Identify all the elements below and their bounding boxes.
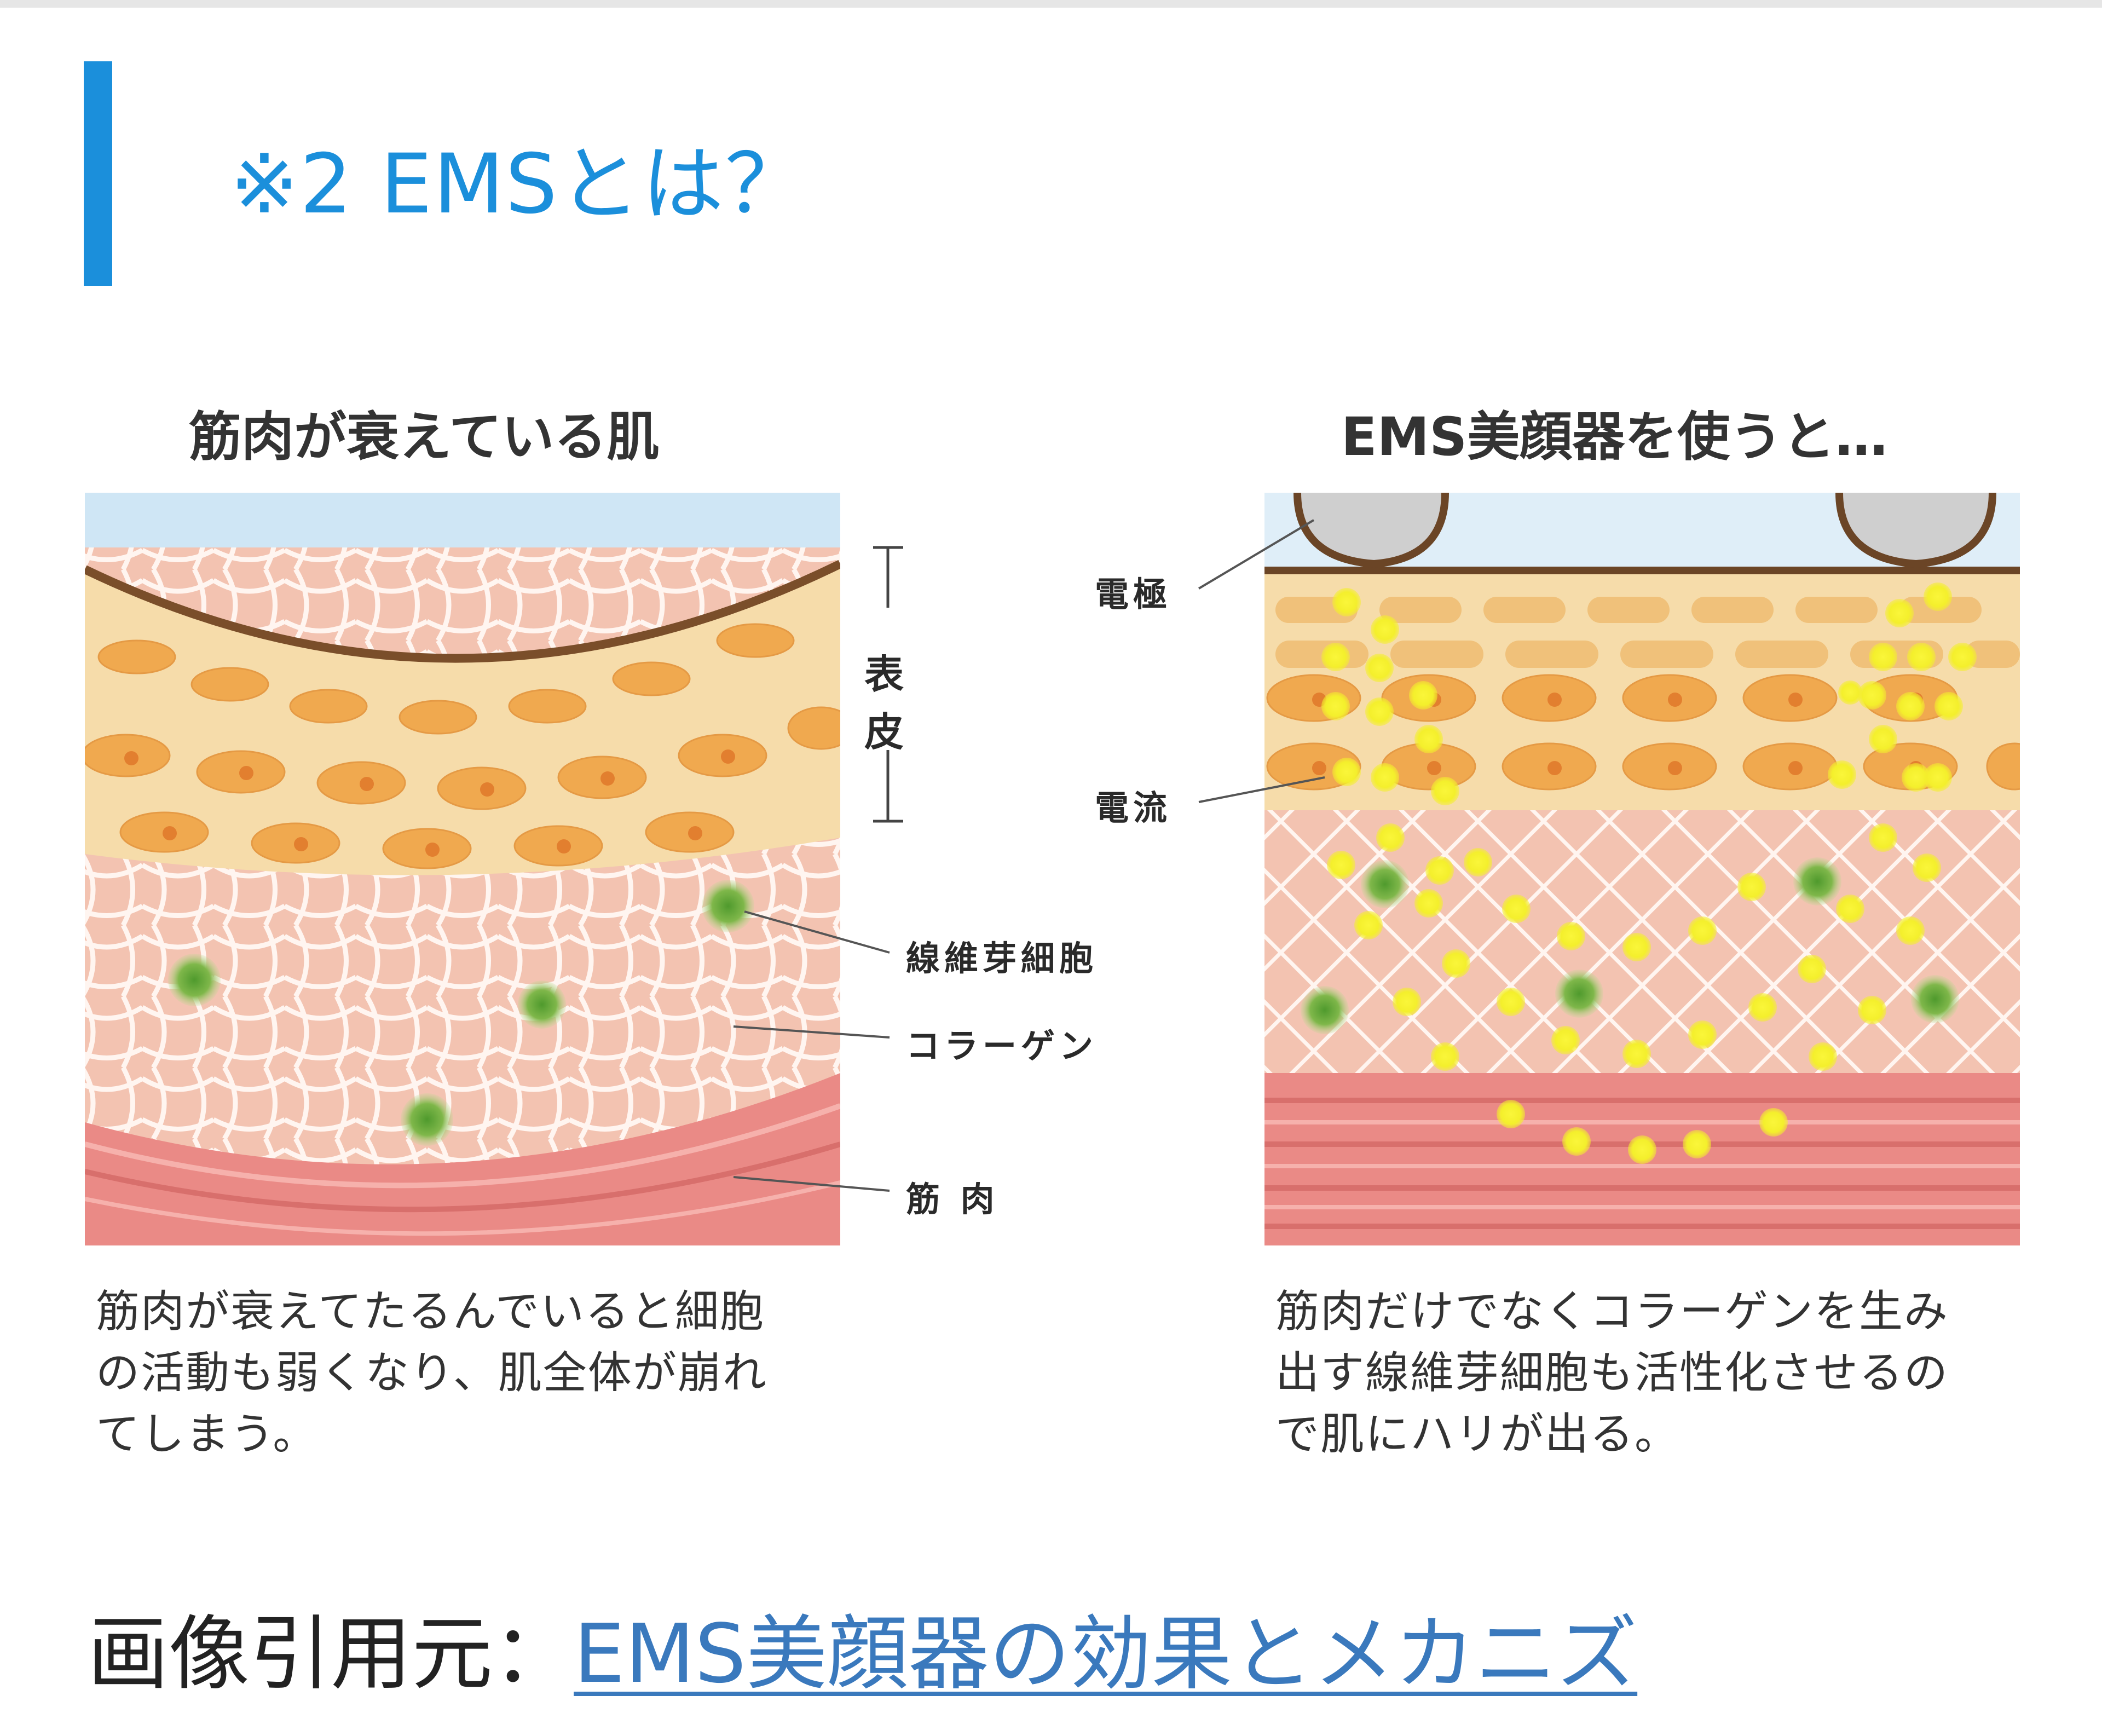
right-panel-title: EMS美顔器を使うと… <box>1341 406 1888 468</box>
electrode-label: 電極 <box>1095 574 1172 614</box>
left-caption: 筋肉が衰えてたるんでいると細胞 の活動も弱くなり、肌全体が崩れ てしまう。 <box>96 1286 767 1460</box>
source-prefix: 画像引用元： <box>88 1607 574 1701</box>
epidermis-bracket <box>873 546 903 823</box>
image-source: 画像引用元：EMS美顔器の効果とメカニズ <box>88 1588 1637 1705</box>
electrode-icon <box>1293 493 1996 568</box>
left-leader-lines <box>733 910 890 1192</box>
right-leader-lines <box>1198 519 1325 803</box>
section-heading: ※2 EMSとは？ <box>230 137 809 232</box>
source-link[interactable]: EMS美顔器の効果とメカニズ <box>574 1607 1638 1701</box>
heading-accent-bar <box>84 61 112 286</box>
top-divider <box>0 0 2102 8</box>
collagen-label: コラーゲン <box>906 1026 1098 1066</box>
skin-diagram <box>85 493 2020 1245</box>
left-panel-title: 筋肉が衰えている肌 <box>189 406 660 468</box>
fibroblast-label: 線維芽細胞 <box>906 938 1098 978</box>
right-skin-illustration <box>1264 493 2020 1245</box>
current-label: 電流 <box>1095 788 1172 828</box>
left-skin-illustration <box>85 493 840 1245</box>
right-caption: 筋肉だけでなくコラーゲンを生み 出す線維芽細胞も活性化させるの で肌にハリが出る… <box>1275 1286 1949 1460</box>
current-dots <box>1321 582 1977 1164</box>
epidermis-label: 表 皮 <box>864 651 904 755</box>
muscle-label: 筋 肉 <box>906 1179 999 1219</box>
